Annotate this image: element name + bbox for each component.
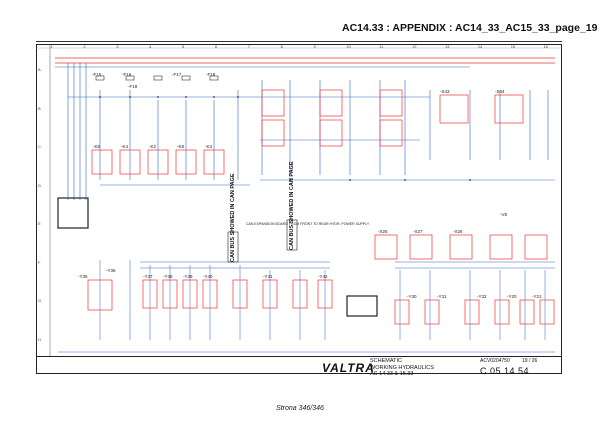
grid-column-label: 6 [214, 44, 218, 49]
drawing-title: SCHEMATIC WORKING HYDRAULICS AC 14.33 & … [370, 358, 434, 378]
grid-row-label: H [38, 336, 41, 342]
schematic-sheet [36, 44, 562, 374]
drawing-title-line: AC 14.33 & 15.33 [370, 371, 414, 377]
grid-column-label: 16 [543, 44, 549, 49]
drawing-title-line: WORKING HYDRAULICS [370, 364, 434, 371]
valve-label: -Y38 [163, 274, 173, 279]
connector-label: -X27 [413, 229, 423, 234]
valve-label: -Y37 [143, 274, 153, 279]
fuse-label: -F15 [92, 72, 102, 77]
page-number: 19 / 26 [522, 358, 538, 364]
valve-label: -Y36 [106, 268, 116, 273]
grid-column-label: 11 [379, 44, 384, 49]
grid-row-label: A [38, 67, 41, 73]
drawing-title-line: SCHEMATIC [370, 358, 402, 364]
valve-label: -Y39 [183, 274, 193, 279]
grid-column-label: 13 [444, 44, 450, 49]
document-number: ACV0204750 [480, 358, 510, 364]
grid-column-label: 4 [149, 44, 152, 49]
relay-label: -K2 [149, 144, 157, 149]
grid-column-label: 10 [346, 44, 351, 49]
page-footer: Stronа 346/346 [276, 405, 324, 412]
valve-label: -Y20 [507, 294, 517, 299]
grid-column-label: 12 [412, 44, 417, 49]
header-rule [36, 41, 562, 42]
relay-label: -K3 [205, 144, 213, 149]
connector-label: -X25 [378, 229, 388, 234]
grid-column-label: 3 [116, 44, 119, 49]
fuse-label: -F19 [128, 84, 138, 89]
grid-column-label: 14 [477, 44, 483, 49]
relay-label: -K8 [177, 144, 185, 149]
grid-column-label: 15 [510, 44, 516, 49]
page-header: AC14.33 : APPENDIX : AC14_33_AC15_33_pag… [342, 22, 598, 34]
grid-column-label: 7 [247, 44, 250, 49]
grid-column-label: 2 [83, 44, 86, 49]
valve-label: -Y40 [203, 274, 213, 279]
valve-label: -Y35 [78, 274, 88, 279]
grid-row-label: F [38, 259, 41, 265]
grid-row-label: C [38, 144, 41, 150]
grid-row-label: G [38, 298, 42, 304]
connector-label: -V8 [500, 212, 508, 217]
brand-logo: VALTRA [322, 361, 375, 375]
can-bus-note: CAN BUS SHOWED IN CAN PAGE [289, 161, 295, 250]
can-expansion-note: CAN EXPANSION BOARD FROM FRONT TO REAR H… [246, 222, 370, 226]
grid-column-label: 9 [313, 44, 316, 49]
fuse-label: -F18 [206, 72, 216, 77]
relay-label: -S43 [440, 89, 450, 94]
relay-label: -K6 [93, 144, 101, 149]
connector-label: -X28 [453, 229, 463, 234]
grid-row-label: D [38, 182, 41, 188]
grid-column-label: 8 [280, 44, 283, 49]
fuse-label: -F17 [172, 72, 182, 77]
grid-column-label: 1 [50, 44, 53, 49]
relay-label: -K4 [121, 144, 129, 149]
sheet-code: C 05 14 54 [480, 366, 530, 376]
valve-label: -Y41 [263, 274, 273, 279]
valve-label: -Y31 [437, 294, 447, 299]
grid-row-label: E [38, 221, 41, 227]
fuse-label: -F16 [122, 72, 132, 77]
grid-row-label: B [38, 105, 41, 111]
can-bus-note: CAN BUS SHOWED IN CAN PAGE [230, 173, 236, 262]
valve-label: -Y42 [318, 274, 328, 279]
relay-label: -S44 [495, 89, 505, 94]
valve-label: -Y30 [407, 294, 417, 299]
valve-label: -Y32 [477, 294, 487, 299]
grid-column-label: 5 [181, 44, 185, 49]
title-block [36, 356, 562, 374]
valve-label: -Y21 [532, 294, 542, 299]
